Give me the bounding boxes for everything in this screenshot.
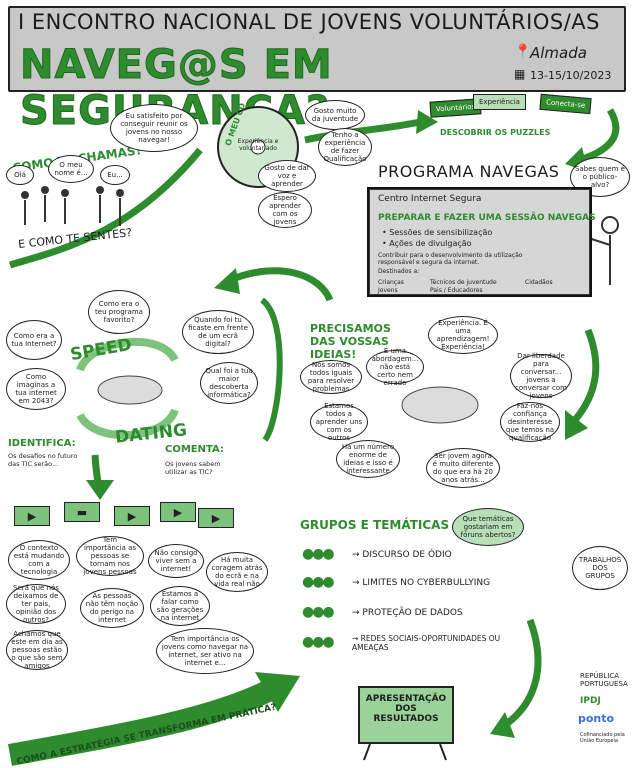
video-play-icon-4: ▶	[198, 508, 234, 528]
bubble-satisfeito: Eu satisfeito por conseguir reunir os jo…	[110, 104, 198, 152]
video-film-icon: ▬	[64, 502, 100, 522]
event-title: I ENCONTRO NACIONAL DE JOVENS VOLUNTÁRIO…	[18, 10, 600, 34]
header-banner	[8, 6, 626, 92]
bubble-nome: O meu nome é...	[48, 155, 94, 183]
location-pin-icon: 📍	[514, 44, 532, 60]
bubble-tematicas: Que temáticas gostariam em fóruns aberto…	[452, 508, 524, 546]
bubble-gosto: Gosto muito da juventude	[305, 100, 365, 130]
programa-item-1: • Sessões de sensibilização	[382, 228, 493, 237]
ideias-title: PRECISAMOS DAS VOSSAS IDEIAS!	[310, 322, 391, 361]
bubble-trabalhos: TRABALHOS DOS GRUPOS	[572, 546, 628, 590]
publico-jovens: Jovens	[378, 287, 398, 294]
bubble-perigo: As pessoas não têm noção do perigo na in…	[80, 588, 144, 628]
bubble-contexto: O contexto está mudando com a tecnologia	[8, 540, 70, 580]
republica-logo: REPÚBLICA PORTUGUESA	[580, 672, 628, 688]
video-play-icon-3: ▶	[160, 502, 196, 522]
programa-contribuir: Contribuir para o desenvolvimento da uti…	[378, 252, 523, 266]
bubble-tenho: Tenho a experiência de fazer Qualificaçã…	[318, 128, 372, 166]
bubble-experiencia: Experiência. É uma aprendizagem! Experiê…	[428, 316, 498, 354]
tema-1: → DISCURSO DE ÓDIO	[352, 550, 452, 560]
bubble-gosto-dar: Gosto de dar voz e aprender	[258, 160, 316, 192]
puzzles-caption: DESCOBRIR OS PUZZLES	[440, 128, 551, 137]
publico-pais: Pais / Educadores	[430, 287, 483, 294]
bubble-publico: Sabes quem é o público-alvo?	[570, 157, 630, 197]
programa-item-2: • Ações de divulgação	[382, 239, 472, 248]
calendar-icon: ▦	[514, 67, 526, 81]
programa-item-2-text: Ações de divulgação	[389, 239, 472, 248]
programa-item-1-text: Sessões de sensibilização	[389, 228, 493, 237]
group-people-icon-1: ●●●	[302, 546, 335, 562]
video-play-icon-1: ▶	[14, 506, 50, 526]
bubble-pais: Será que nós deixamos de ter pais, opini…	[6, 584, 66, 624]
bubble-amigos: Achamos que este em dia as pessoas estão…	[6, 630, 68, 670]
identifica-label: IDENTIFICA:	[8, 438, 76, 449]
tema-2-text: LIMITES NO CYBERBULLYING	[362, 578, 491, 588]
bubble-navegar: Tem importância os jovens como navegar n…	[156, 628, 254, 674]
tema-3-text: PROTEÇÃO DE DADOS	[362, 608, 463, 618]
tema-3: → PROTEÇÃO DE DADOS	[352, 608, 463, 618]
comenta-label: COMENTA:	[165, 444, 224, 455]
group-people-icon-2: ●●●	[302, 574, 335, 590]
bubble-descoberta: Qual foi a tua maior descoberta informát…	[200, 362, 258, 404]
comenta-text: Os jovens sabem utilizar as TIC?	[165, 460, 221, 476]
tema-1-text: DISCURSO DE ÓDIO	[362, 550, 452, 560]
publico-cidadaos: Cidadãos	[525, 279, 553, 286]
bubble-iguais: Nós somos todos iguais para resolver pro…	[300, 360, 362, 394]
tema-2: → LIMITES NO CYBERBULLYING	[352, 578, 491, 588]
bubble-2043: Como imaginas a tua internet em 2043?	[6, 368, 66, 410]
bubble-nao-consigo: Não consigo viver sem a internet!	[148, 544, 204, 578]
location: Almada	[530, 44, 587, 62]
ponto-logo: ponto	[578, 712, 615, 725]
grupos-title: GRUPOS E TEMÁTICAS	[300, 518, 450, 532]
cd-text: Experiência e voluntariado	[237, 138, 279, 152]
bubble-importancia: Tem importância as pessoas se tornam nos…	[76, 536, 144, 576]
bubble-internet: Como era a tua Internet?	[6, 320, 62, 360]
programa-destinatarios: Destinados a:	[378, 268, 420, 275]
puzzle-piece-experiencia: Experiência	[473, 94, 526, 110]
bubble-confianca: Faz-nos confiança desinteresse que temos…	[500, 402, 560, 442]
bubble-ideias: Há um número enorme de ideias e isso é i…	[336, 440, 400, 478]
video-play-icon-2: ▶	[114, 506, 150, 526]
tema-4-text: REDES SOCIAIS-OPORTUNIDADES OU AMEAÇAS	[352, 634, 501, 652]
programa-org: Centro Internet Segura	[378, 194, 482, 204]
publico-tecnicos: Técnicos de juventude	[430, 279, 497, 286]
programa-panel-inner	[370, 190, 589, 294]
bubble-espero: Espero aprender com os jovens	[258, 192, 312, 228]
eu-logo: Cofinanciado pela União Europeia	[580, 732, 625, 744]
results-board	[358, 686, 454, 744]
tema-4: → REDES SOCIAIS-OPORTUNIDADES OU AMEAÇAS	[352, 634, 501, 652]
group-people-icon-3: ●●●	[302, 604, 335, 620]
bubble-aprender: Estamos todos a aprender uns com os outr…	[310, 402, 368, 442]
bubble-coragem: Há muita coragem atrás do ecrã e na vida…	[206, 552, 268, 592]
bubble-abordagem: É uma abordagem... não está certo nem er…	[366, 347, 424, 387]
bubble-ola: Olá	[6, 165, 34, 185]
publico-criancas: Crianças	[378, 279, 404, 286]
results-board-text: APRESENTAÇÃO DOS RESULTADOS	[365, 694, 447, 724]
bubble-eu: Eu...	[100, 165, 130, 185]
bubble-programa-favorito: Como era o teu programa favorito?	[88, 290, 150, 334]
bubble-ecra: Quando foi tu ficaste em frente de um ec…	[182, 310, 254, 354]
bubble-geracoes: Estamos a falar como são gerações na int…	[150, 586, 210, 626]
ipdj-logo: IPDJ	[580, 696, 601, 706]
identifica-text: Os desafios no futuro das TIC serão...	[8, 452, 78, 468]
bubble-liberdade: Dar liberdade para conversar... jovens a…	[510, 352, 572, 400]
bubble-ser-jovem: Ser jovem agora é muito diferente do que…	[426, 448, 500, 488]
programa-title: PROGRAMA NAVEGAS	[378, 162, 560, 181]
event-dates: 13-15/10/2023	[530, 69, 612, 82]
group-people-icon-4: ●●●	[302, 634, 335, 650]
programa-heading: PREPARAR E FAZER UMA SESSÃO NAVEGAS	[378, 213, 596, 223]
